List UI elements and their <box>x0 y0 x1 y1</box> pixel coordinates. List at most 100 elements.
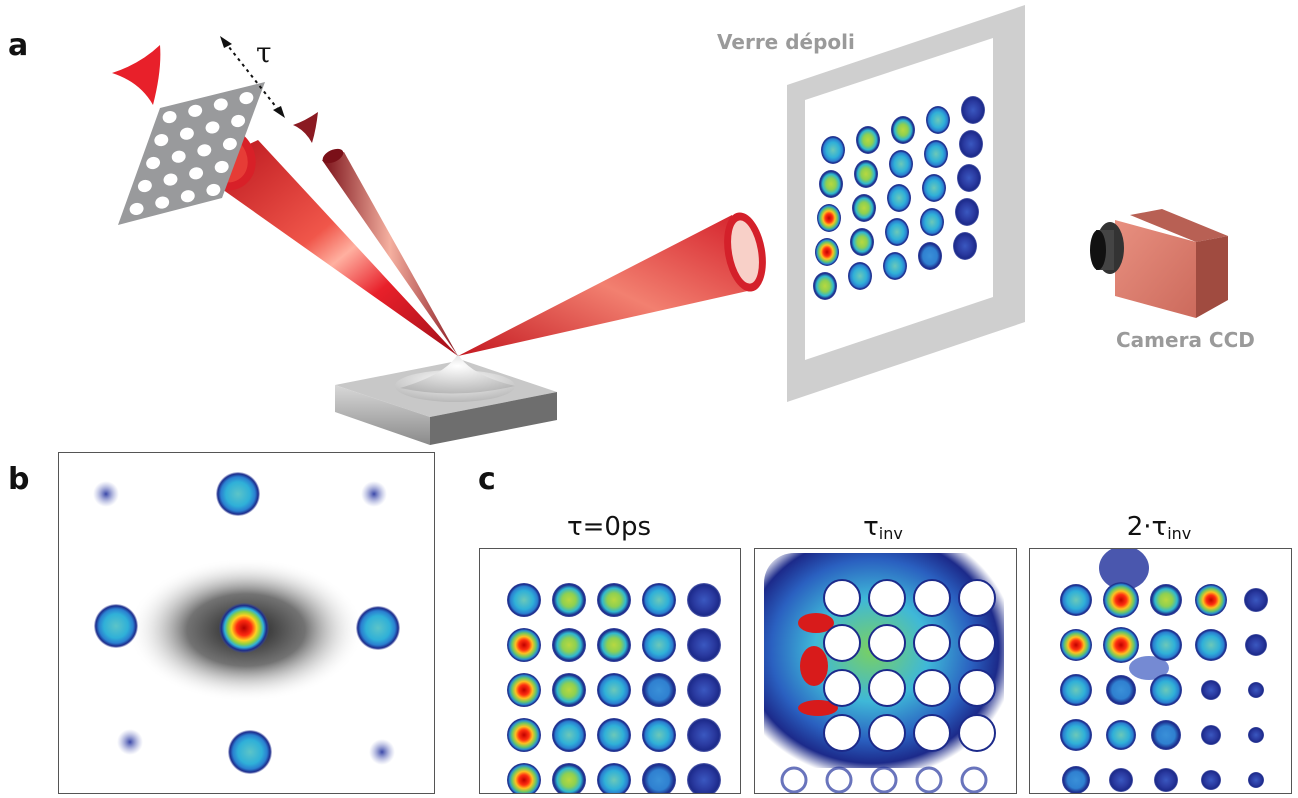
spot <box>642 583 676 617</box>
spot <box>507 718 541 752</box>
panel-c-title-3: 2·τinv <box>1126 512 1192 543</box>
edge-spot <box>780 766 808 793</box>
hot-streak <box>798 613 834 633</box>
spot <box>687 763 721 793</box>
spot <box>552 628 586 662</box>
spot <box>1060 719 1092 751</box>
spot <box>507 673 541 707</box>
spot <box>1109 768 1133 792</box>
camera-label: Camera CCD <box>1116 328 1255 352</box>
mask-hole <box>155 196 170 209</box>
edge-spot <box>870 766 898 793</box>
spot <box>507 628 541 662</box>
spot-faint-tr <box>361 481 387 507</box>
mask-holes <box>129 92 254 215</box>
screen-spot <box>854 160 878 188</box>
spot <box>1106 720 1136 750</box>
spot <box>1060 674 1092 706</box>
screen-spot <box>852 194 876 222</box>
spot <box>1245 634 1267 656</box>
mask-hole <box>154 134 169 147</box>
mask-hole <box>171 150 186 163</box>
depleted-spot <box>958 669 996 707</box>
screen-spot <box>959 130 983 158</box>
spot <box>597 583 631 617</box>
screen-spot <box>885 218 909 246</box>
depleted-spot <box>913 624 951 662</box>
depleted-spot <box>823 579 861 617</box>
hot-streak <box>798 700 838 716</box>
spot <box>552 763 586 793</box>
camera-top <box>1130 209 1228 242</box>
spot <box>1244 588 1268 612</box>
spot-faint-br <box>369 739 395 765</box>
spot <box>687 628 721 662</box>
screen-spot <box>848 262 872 290</box>
blob <box>1129 656 1169 680</box>
spot <box>1201 770 1221 790</box>
spot <box>1150 674 1182 706</box>
screen-spot <box>821 136 845 164</box>
spot-left <box>94 604 138 648</box>
screen-spots <box>813 96 985 300</box>
camera-side <box>1196 236 1228 318</box>
tau-label: τ <box>256 36 272 69</box>
depleted-spot <box>913 579 951 617</box>
spot <box>507 583 541 617</box>
spot <box>1150 584 1182 616</box>
spot-faint-bl <box>117 729 143 755</box>
mask-hole <box>214 160 229 173</box>
probe-beam <box>322 152 458 356</box>
incoming-beam <box>195 140 458 356</box>
mask-plate <box>118 82 265 225</box>
mask-hole <box>206 183 221 196</box>
mask-hole <box>162 111 177 124</box>
depleted-spot <box>913 669 951 707</box>
spot <box>1150 629 1182 661</box>
depleted-spot <box>958 579 996 617</box>
edge-spot <box>960 766 988 793</box>
spot <box>1106 675 1136 705</box>
spot <box>642 718 676 752</box>
screen-spot <box>922 174 946 202</box>
spot <box>1060 629 1092 661</box>
depleted-spot <box>823 624 861 662</box>
edge-spot <box>915 766 943 793</box>
edge-spot <box>825 766 853 793</box>
spot <box>1195 629 1227 661</box>
mask-hole <box>222 137 237 151</box>
mask-hole <box>189 167 204 180</box>
spot <box>1248 682 1264 698</box>
mask-hole <box>180 190 195 203</box>
spot <box>1248 772 1264 788</box>
panel-c-image-3 <box>1029 548 1292 794</box>
spot <box>552 583 586 617</box>
screen-spot <box>813 272 837 300</box>
blob <box>1099 549 1149 590</box>
spot <box>687 673 721 707</box>
screen-spot <box>883 252 907 280</box>
screen-label: Verre dépoli <box>717 30 855 54</box>
spot-top <box>216 472 260 516</box>
probe-pulse <box>293 112 318 143</box>
panel-b-frame <box>58 452 435 794</box>
sample-base-front <box>335 385 430 445</box>
spot <box>1201 680 1221 700</box>
depleted-spot <box>823 669 861 707</box>
spot <box>642 763 676 793</box>
spot <box>597 628 631 662</box>
depleted-spot <box>868 624 906 662</box>
screen-spot <box>856 126 880 154</box>
spot-bottom <box>228 730 272 774</box>
mask-hole <box>146 156 161 170</box>
panel-c-label: c <box>478 462 496 497</box>
pump-pulse <box>112 45 161 105</box>
spot <box>1060 584 1092 616</box>
spot <box>507 763 541 793</box>
panel-a-diagram <box>112 5 1228 445</box>
spot <box>1248 727 1264 743</box>
screen-spot <box>817 204 841 232</box>
spot-right <box>356 606 400 650</box>
screen-spot <box>891 116 915 144</box>
depleted-spot <box>868 714 906 752</box>
